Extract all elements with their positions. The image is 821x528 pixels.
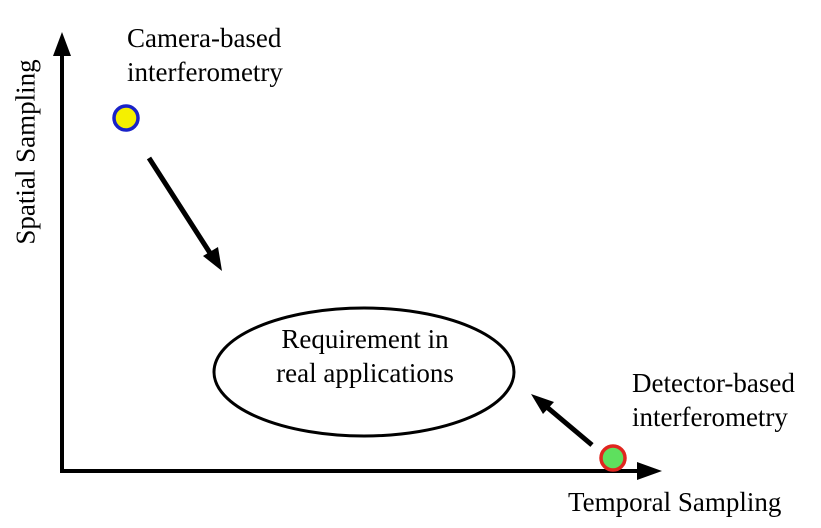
requirement-label: Requirement in real applications [214, 322, 516, 390]
camera-arrow-shaft [146, 156, 213, 255]
detector-label-line2: interferometry [632, 402, 788, 432]
detector-label-line1: Detector-based [632, 368, 795, 398]
camera-label: Camera-based interferometry [127, 21, 283, 89]
camera-arrowhead [203, 247, 222, 271]
x-axis-label: Temporal Sampling [568, 487, 782, 517]
detector-point-marker [599, 444, 627, 472]
detector-arrow-shaft [546, 406, 594, 447]
requirement-label-line2: real applications [276, 358, 454, 388]
camera-label-line1: Camera-based [127, 23, 282, 53]
camera-label-line2: interferometry [127, 57, 283, 87]
detector-arrowhead [531, 394, 554, 414]
x-axis-arrowhead [637, 462, 662, 480]
camera-point-marker [112, 104, 140, 132]
y-axis-arrowhead [53, 32, 71, 56]
y-axis-label: Spatial Sampling [10, 59, 41, 245]
detector-label: Detector-based interferometry [632, 366, 795, 434]
requirement-ellipse [212, 306, 516, 438]
requirement-label-line1: Requirement in [281, 324, 449, 354]
